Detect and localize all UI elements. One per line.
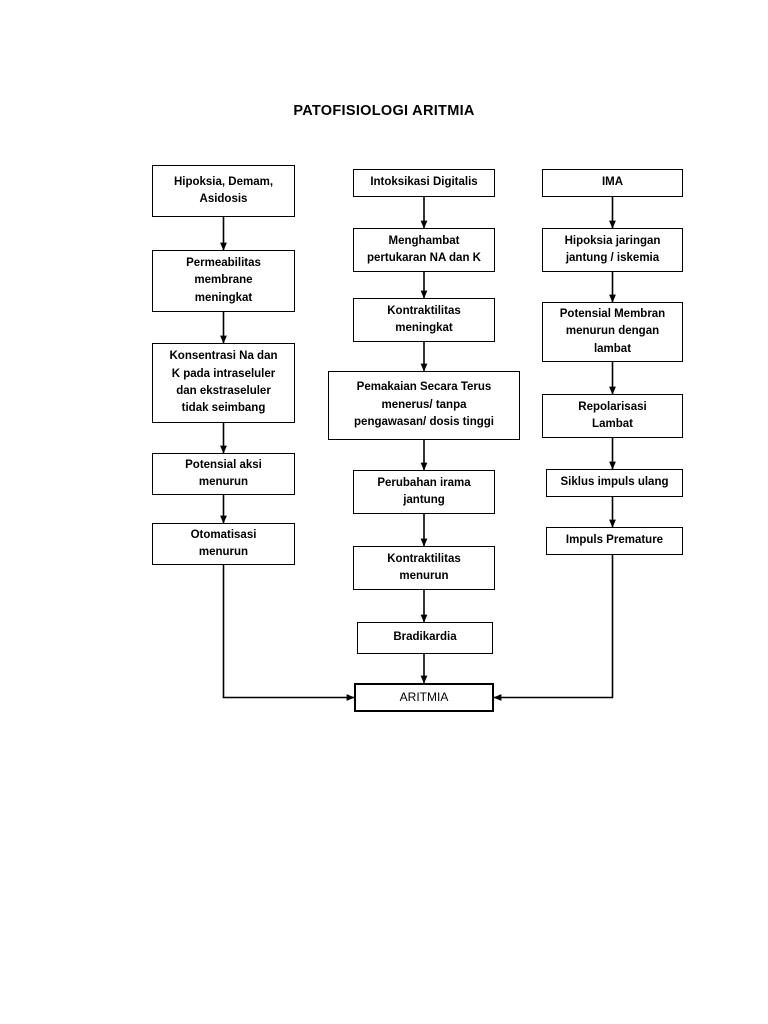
node-otomatisasi-menurun[interactable]: Otomatisasi menurun (152, 523, 295, 565)
node-potensial-aksi-menurun[interactable]: Potensial aksi menurun (152, 453, 295, 495)
node-siklus-impuls-ulang[interactable]: Siklus impuls ulang (546, 469, 683, 497)
node-perubahan-irama-jantung[interactable]: Perubahan irama jantung (353, 470, 495, 514)
node-kontraktilitas-meningkat[interactable]: Kontraktilitas meningkat (353, 298, 495, 342)
node-repolarisasi-lambat[interactable]: Repolarisasi Lambat (542, 394, 683, 438)
node-potensial-membran-menurun-lambat[interactable]: Potensial Membran menurun dengan lambat (542, 302, 683, 362)
page-title: PATOFISIOLOGI ARITMIA (293, 103, 475, 119)
node-intoksikasi-digitalis[interactable]: Intoksikasi Digitalis (353, 169, 495, 197)
node-ima[interactable]: IMA (542, 169, 683, 197)
node-konsentrasi-na-k-tidak-seimbang[interactable]: Konsentrasi Na dan K pada intraseluler d… (152, 343, 295, 423)
edge-r6-aritmia (493, 555, 614, 701)
node-menghambat-pertukaran-na-dan-k[interactable]: Menghambat pertukaran NA dan K (353, 228, 495, 272)
node-permeabilitas-membrane-meningkat[interactable]: Permeabilitas membrane meningkat (152, 250, 295, 312)
node-impuls-premature[interactable]: Impuls Premature (546, 527, 683, 555)
node-hipoksia-jaringan-jantung-iskemia[interactable]: Hipoksia jaringan jantung / iskemia (542, 228, 683, 272)
node-pemakaian-secara-terus-menerus[interactable]: Pemakaian Secara Terus menerus/ tanpa pe… (328, 371, 520, 440)
node-hipoksia-demam-asidosis[interactable]: Hipoksia, Demam, Asidosis (152, 165, 295, 217)
edge-l5-aritmia (222, 565, 355, 701)
node-bradikardia[interactable]: Bradikardia (357, 622, 493, 654)
node-kontraktilitas-menurun[interactable]: Kontraktilitas menurun (353, 546, 495, 590)
node-aritmia-outcome[interactable]: ARITMIA (354, 683, 494, 712)
